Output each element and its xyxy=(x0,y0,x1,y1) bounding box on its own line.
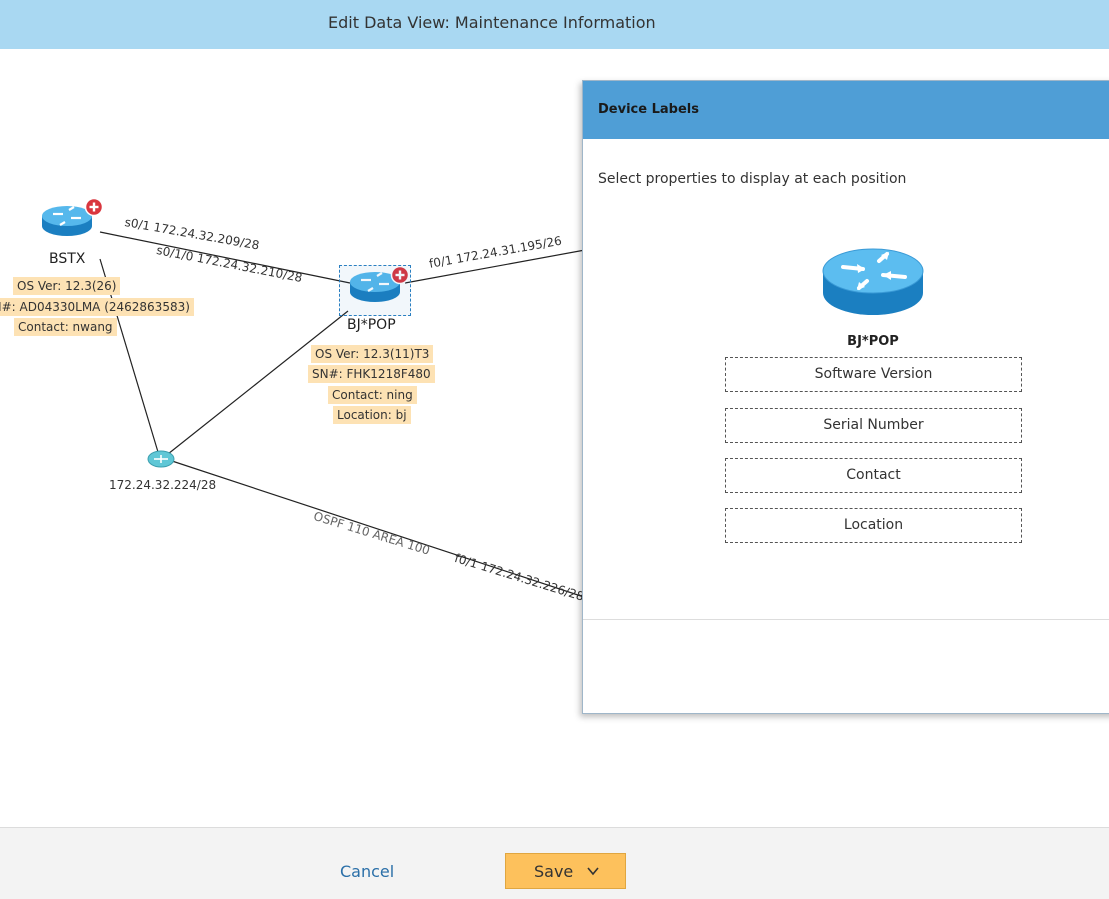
device-label: SN#: AD04330LMA (2462863583) xyxy=(0,298,194,316)
link-bjpop-right xyxy=(404,249,586,284)
device-labels-panel: Device Labels Select properties to displ… xyxy=(582,80,1109,714)
label-position-3[interactable]: Contact xyxy=(725,458,1022,493)
topology-canvas[interactable]: BSTX BJ*POP OS Ver: 12.3(26) SN#: AD0433… xyxy=(0,49,1109,827)
device-name-bjpop[interactable]: BJ*POP xyxy=(347,317,396,333)
router-icon xyxy=(822,248,924,315)
panel-description: Select properties to display at each pos… xyxy=(598,171,907,187)
device-label: OS Ver: 12.3(26) xyxy=(13,277,121,295)
link-bstx-bjpop xyxy=(99,231,351,284)
link-subnet-bjpop xyxy=(167,310,349,455)
device-label: Location: bj xyxy=(333,406,411,424)
device-label: Contact: ning xyxy=(328,386,417,404)
subnet-label: 172.24.32.224/28 xyxy=(109,478,217,492)
panel-header: Device Labels xyxy=(583,81,1109,139)
device-label: Contact: nwang xyxy=(14,318,117,336)
topology-links xyxy=(42,197,591,600)
link-subnet-right xyxy=(171,460,591,600)
title-bar: Edit Data View: Maintenance Information xyxy=(0,0,1109,49)
add-badge-icon xyxy=(390,265,410,285)
save-button[interactable]: Save xyxy=(505,853,626,889)
device-label: OS Ver: 12.3(11)T3 xyxy=(311,345,434,363)
device-label: SN#: FHK1218F480 xyxy=(308,365,435,383)
cancel-button[interactable]: Cancel xyxy=(340,862,395,881)
panel-divider xyxy=(583,619,1109,620)
selected-device-frame[interactable] xyxy=(339,265,411,316)
subnet-icon xyxy=(147,450,175,468)
page-title: Edit Data View: Maintenance Information xyxy=(328,13,656,32)
router-icon xyxy=(350,272,400,302)
device-name-bstx[interactable]: BSTX xyxy=(49,251,86,267)
chevron-down-icon[interactable] xyxy=(586,864,600,878)
router-icon xyxy=(42,206,92,236)
label-position-2[interactable]: Serial Number xyxy=(725,408,1022,443)
panel-device-name: BJ*POP xyxy=(847,334,899,349)
save-label: Save xyxy=(534,862,574,881)
footer-bar: Cancel Save xyxy=(0,827,1109,899)
add-badge-icon xyxy=(84,197,104,217)
label-position-1[interactable]: Software Version xyxy=(725,357,1022,392)
label-position-4[interactable]: Location xyxy=(725,508,1022,543)
panel-title: Device Labels xyxy=(598,102,699,117)
